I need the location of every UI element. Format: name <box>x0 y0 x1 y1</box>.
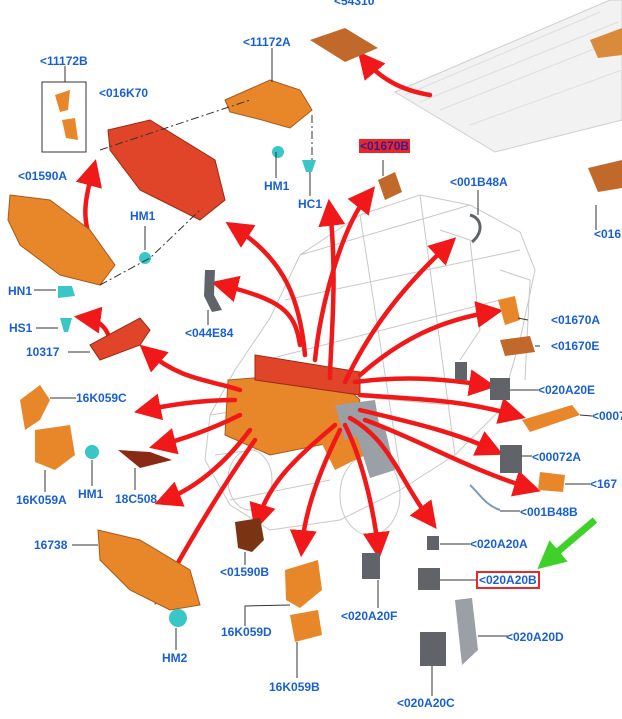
dash-dot-lines <box>99 99 313 286</box>
label-11172A[interactable]: <11172A <box>243 35 291 49</box>
label-020A20A[interactable]: <020A20A <box>470 537 528 551</box>
part-020A20E[interactable] <box>455 362 510 400</box>
part-00072A[interactable] <box>500 445 522 473</box>
part-18C508[interactable] <box>118 450 172 468</box>
label-016-right[interactable]: <016 <box>594 227 622 241</box>
part-016K70[interactable] <box>107 119 226 221</box>
part-020A20D[interactable] <box>455 598 478 665</box>
label-HM1-top[interactable]: HM1 <box>264 179 290 193</box>
label-16K059C[interactable]: 16K059C <box>76 391 127 405</box>
part-11172A[interactable] <box>224 79 313 129</box>
label-044E84[interactable]: <044E84 <box>185 326 234 340</box>
label-01670B[interactable]: <01670B <box>359 139 411 153</box>
label-HN1[interactable]: HN1 <box>8 284 33 298</box>
clip-HM1-top[interactable] <box>272 146 284 158</box>
clip-HN1[interactable] <box>58 286 75 298</box>
part-044E84[interactable] <box>204 270 222 312</box>
label-HM2[interactable]: HM2 <box>162 651 188 665</box>
label-16K059B[interactable]: 16K059B <box>269 680 320 694</box>
part-0007[interactable] <box>522 405 580 432</box>
part-001B48A[interactable] <box>469 213 482 244</box>
clip-HM1-mid[interactable] <box>85 445 99 459</box>
part-020A20B[interactable] <box>418 568 440 590</box>
green-pointer-arrow <box>537 517 598 570</box>
label-11172B[interactable]: <11172B <box>40 54 88 68</box>
roof-panel <box>393 0 622 153</box>
label-01670E[interactable]: <01670E <box>551 339 600 353</box>
part-167[interactable] <box>538 472 565 492</box>
label-020A20D[interactable]: <020A20D <box>506 630 564 644</box>
label-18C508[interactable]: 18C508 <box>115 492 158 506</box>
part-01670E[interactable] <box>500 336 535 356</box>
part-16K059C[interactable] <box>20 385 50 430</box>
part-01590A[interactable] <box>7 194 116 286</box>
right-edge-part[interactable] <box>588 160 622 192</box>
leader-lines <box>34 48 597 696</box>
label-01590A[interactable]: <01590A <box>18 169 68 183</box>
part-16K059D[interactable] <box>285 560 322 608</box>
label-54310[interactable]: <54310 <box>334 0 375 8</box>
part-01590B[interactable] <box>235 518 264 552</box>
label-016K70[interactable]: <016K70 <box>99 86 149 100</box>
label-01590B[interactable]: <01590B <box>220 565 270 579</box>
part-11172B-box[interactable] <box>41 81 87 153</box>
part-001B48B[interactable] <box>469 484 501 511</box>
label-020A20F[interactable]: <020A20F <box>341 609 398 623</box>
part-54310[interactable] <box>310 28 378 62</box>
part-020A20A[interactable] <box>427 536 439 550</box>
label-HM1-mid[interactable]: HM1 <box>78 487 104 501</box>
label-10317[interactable]: 10317 <box>26 345 60 359</box>
label-16K059D[interactable]: 16K059D <box>221 625 272 639</box>
front-end-assembly <box>224 354 395 478</box>
part-01670A[interactable] <box>498 296 520 325</box>
label-HM1-left[interactable]: HM1 <box>130 209 156 223</box>
label-020A20B[interactable]: <020A20B <box>476 571 540 589</box>
label-020A20C[interactable]: <020A20C <box>397 696 455 710</box>
part-020A20F[interactable] <box>362 553 380 579</box>
part-10317[interactable] <box>89 317 151 361</box>
clip-HC1[interactable] <box>302 160 316 172</box>
label-0007[interactable]: <0007 <box>592 409 622 423</box>
part-01670B[interactable] <box>378 172 402 200</box>
label-001B48A[interactable]: <001B48A <box>450 175 508 189</box>
clip-HM1-left[interactable] <box>139 252 151 264</box>
label-001B48B[interactable]: <001B48B <box>520 505 578 519</box>
part-16738[interactable] <box>97 529 201 611</box>
clip-HS1[interactable] <box>60 318 72 332</box>
label-HS1[interactable]: HS1 <box>9 321 33 335</box>
part-16K059B[interactable] <box>290 610 322 642</box>
label-167[interactable]: <167 <box>590 477 618 491</box>
red-arrows <box>73 51 541 605</box>
label-HC1[interactable]: HC1 <box>298 197 323 211</box>
label-01670A[interactable]: <01670A <box>551 313 601 327</box>
part-16K059A[interactable] <box>35 425 75 470</box>
label-16738[interactable]: 16738 <box>34 538 68 552</box>
label-16K059A[interactable]: 16K059A <box>16 493 67 507</box>
clip-HM2[interactable] <box>169 609 187 627</box>
part-020A20C[interactable] <box>420 632 446 666</box>
label-00072A[interactable]: <00072A <box>532 450 582 464</box>
label-020A20E[interactable]: <020A20E <box>538 383 596 397</box>
